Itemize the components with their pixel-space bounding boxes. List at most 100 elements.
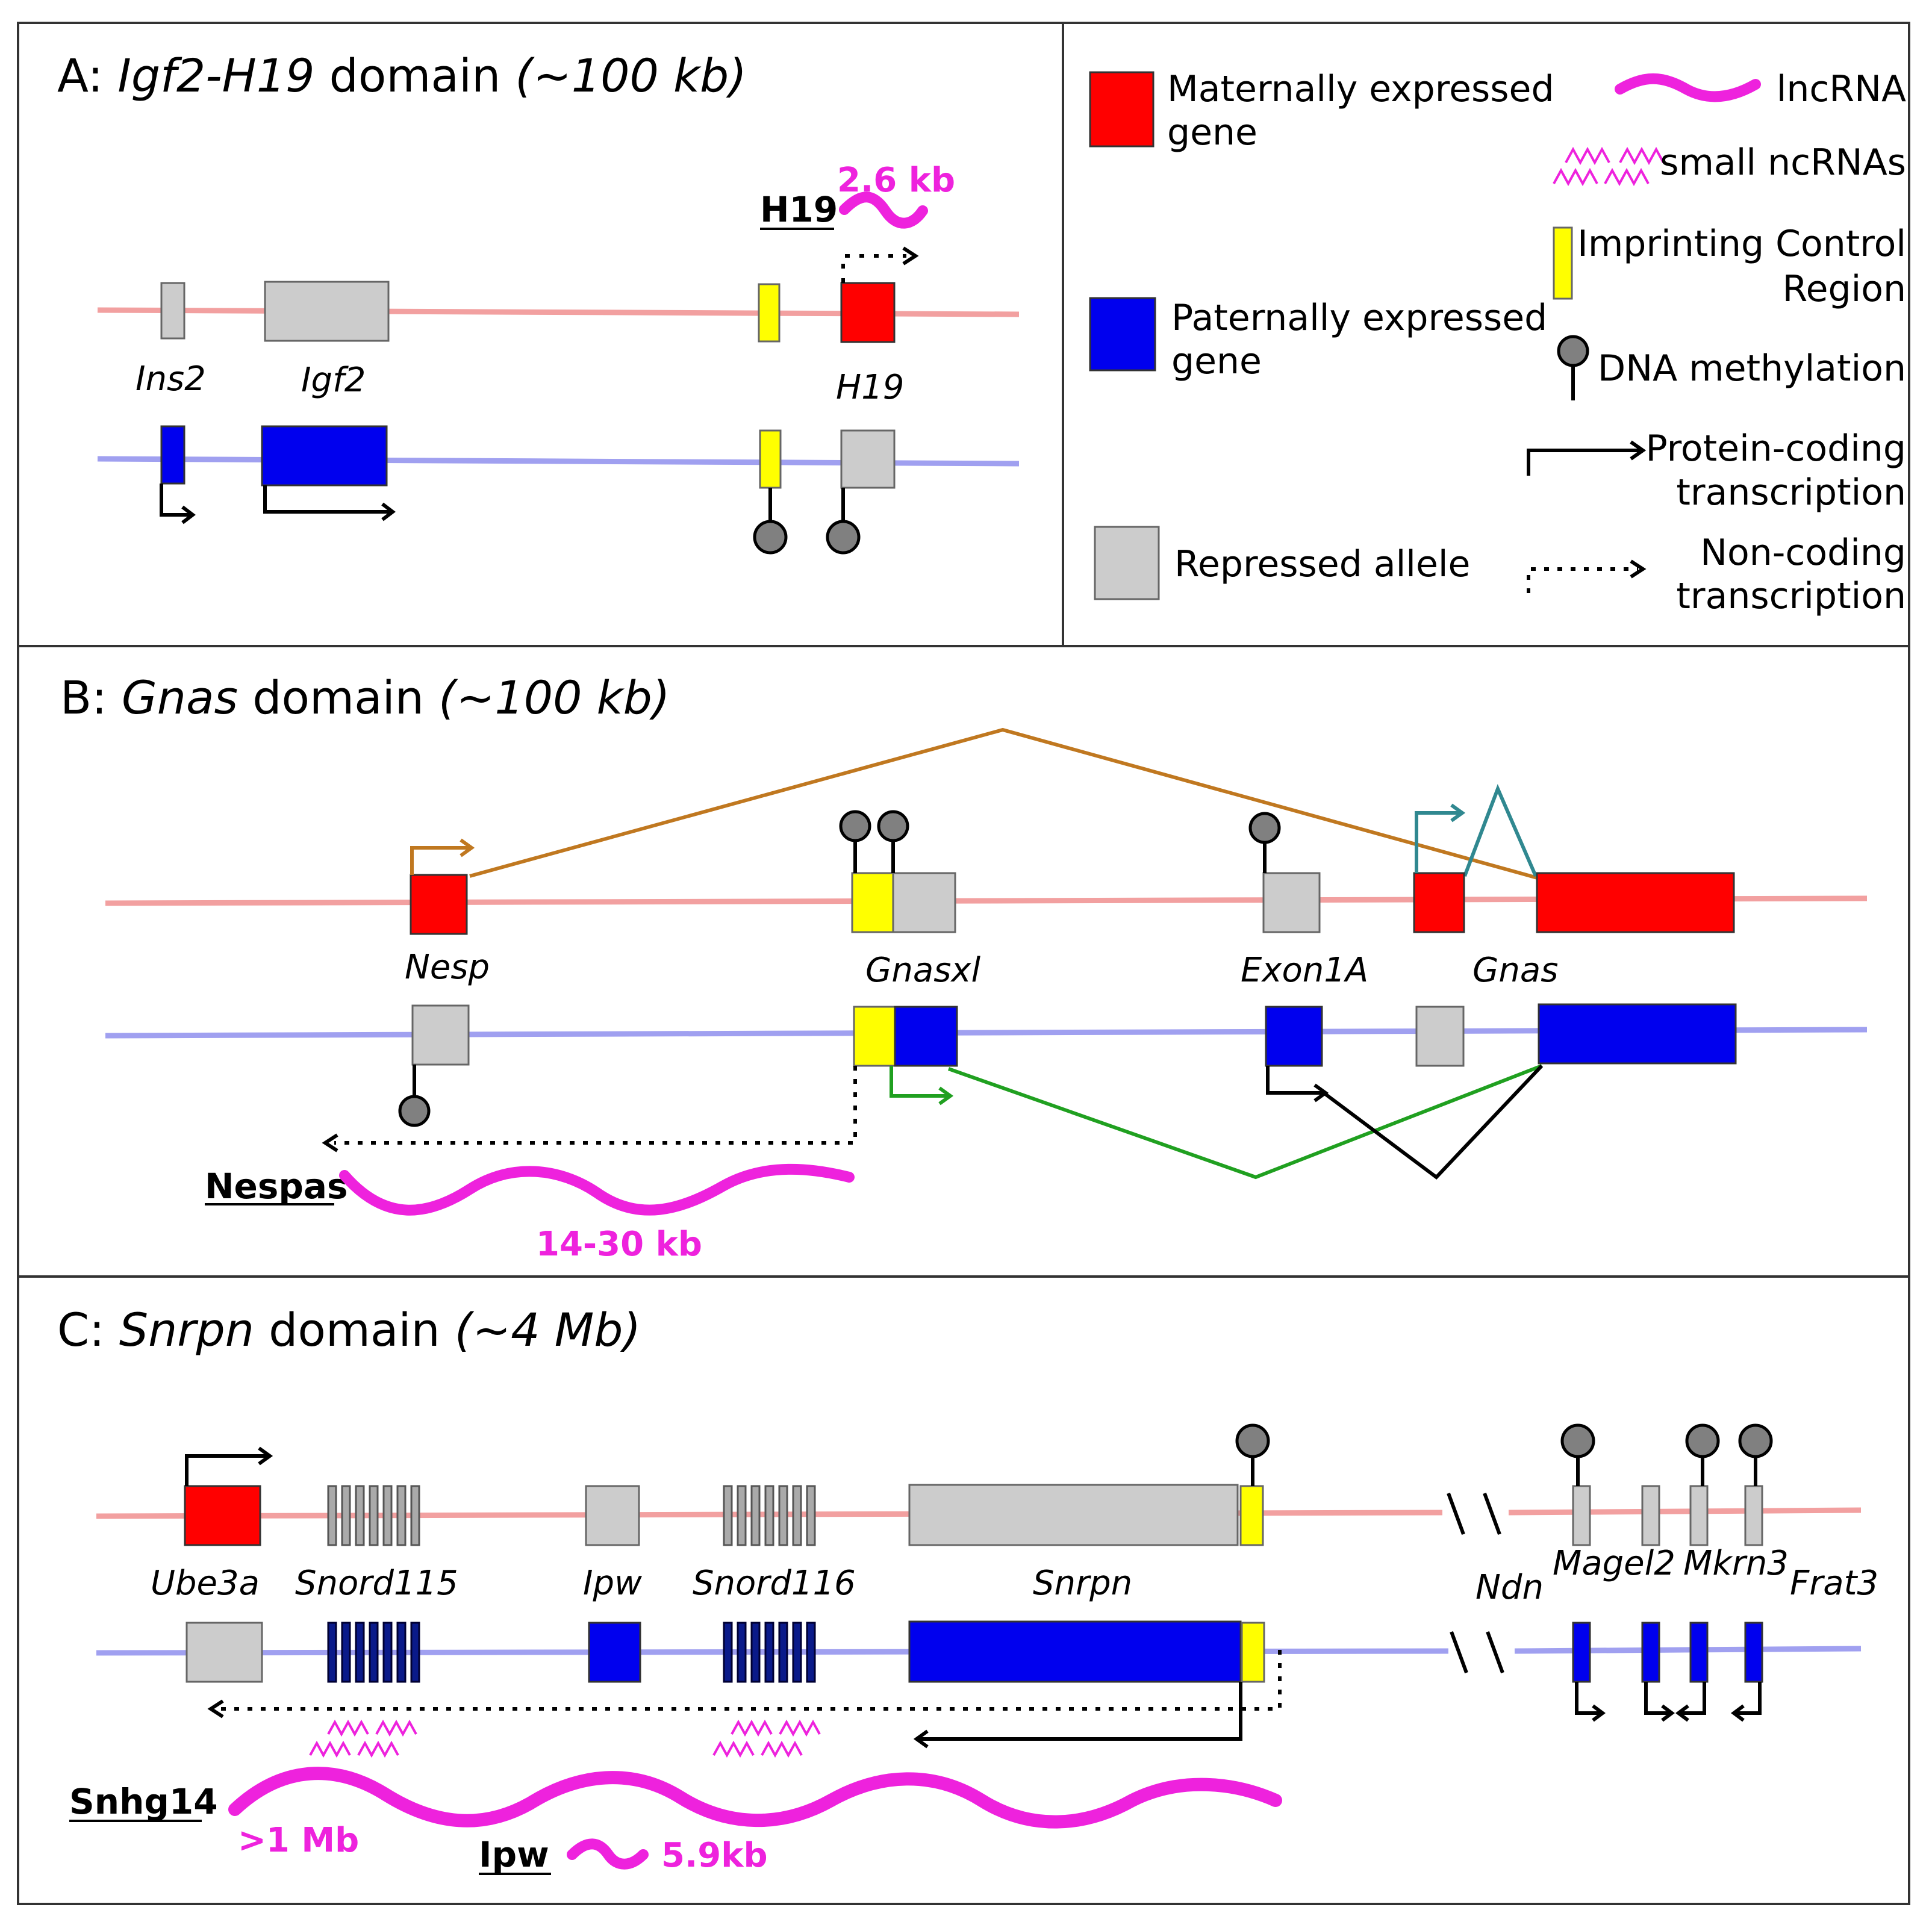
gnasxl-methyl-icon-2 <box>877 810 909 842</box>
snhg14-size: >1 Mb <box>238 1821 359 1860</box>
gnasxl-splice-line <box>948 1064 1543 1180</box>
frat3-transcription-arrow <box>1736 1682 1762 1715</box>
legend-protein-label-2: transcription <box>1676 471 1906 514</box>
legend-small-ncrna-label: small ncRNAs <box>1660 142 1906 184</box>
maternal-break-icon <box>1447 1492 1501 1535</box>
ube3a-arrowhead <box>258 1446 273 1466</box>
legend-noncoding-arrowhead <box>1630 559 1647 579</box>
h19-lncrna-size: 2.6 kb <box>837 161 955 200</box>
snrpn-icr-maternal <box>1239 1485 1264 1546</box>
legend-repressed-label: Repressed allele <box>1174 543 1470 585</box>
nespas-size: 14-30 kb <box>536 1225 702 1264</box>
nesp-transcription-arrow <box>410 846 470 875</box>
h19-maternal-expressed <box>840 282 896 343</box>
exon1a-paternal-expressed <box>1265 1006 1323 1067</box>
h19-lncrna-name: H19 <box>760 189 838 230</box>
magel2-paternal-expressed <box>1641 1622 1660 1683</box>
frat3-arrowhead <box>1731 1704 1745 1722</box>
gnas-transcription-arrow <box>1415 811 1460 873</box>
ipw-label: Ipw <box>583 1564 642 1603</box>
gnas-arrowhead <box>1450 803 1466 823</box>
ube3a-maternal-expressed <box>184 1485 261 1546</box>
frat3-maternal-repressed <box>1744 1485 1763 1546</box>
snord116-label: Snord116 <box>693 1564 856 1603</box>
ndn-transcription-arrow <box>1575 1682 1601 1715</box>
ndn-paternal-expressed <box>1572 1622 1591 1683</box>
paternal-break-icon <box>1450 1631 1504 1674</box>
gnas-splice-line <box>1463 784 1538 877</box>
snrpn-arrowhead <box>913 1729 929 1749</box>
snrpn-paternal-expressed <box>908 1620 1242 1683</box>
panel-c-frame <box>17 1275 1910 1905</box>
h19-lncrna-wave <box>839 191 928 229</box>
ndn-label: Ndn <box>1475 1568 1544 1607</box>
panel-c-paternal-line-distal <box>1514 1646 1862 1654</box>
nespas-name: Nespas <box>205 1166 348 1207</box>
ipw-lncrna-size: 5.9kb <box>661 1836 768 1875</box>
ins2-transcription-arrow <box>160 484 192 517</box>
snord116-small-ncrna-icon <box>712 1719 821 1758</box>
gnas-exon1-maternal-expressed <box>1413 872 1465 933</box>
h19-icr-maternal <box>758 283 781 343</box>
legend-icr-label-2: Region <box>1783 268 1906 310</box>
legend: Maternally expressed gene Paternally exp… <box>1089 68 1906 617</box>
magel2-label: Magel2 <box>1553 1544 1675 1583</box>
panel-c-maternal-line-distal <box>1508 1507 1862 1516</box>
gnasxl-paternal-expressed <box>894 1006 958 1067</box>
legend-noncoding-label: Non-coding <box>1700 532 1906 574</box>
nesp-label: Nesp <box>405 948 490 987</box>
gnas-exon1-paternal-repressed <box>1415 1006 1465 1067</box>
gnasxl-arrowhead <box>938 1086 954 1106</box>
ipw-lncrna-name: Ipw <box>479 1834 549 1875</box>
nespas-arrowhead <box>322 1133 338 1152</box>
legend-lncrna-wave <box>1615 73 1761 102</box>
mkrn3-methyl-icon <box>1685 1423 1720 1458</box>
panel-a: A: Igf2-H19 domain (~100 kb) H19 2.6 kb … <box>57 49 1020 555</box>
ube3a-paternal-repressed <box>185 1622 263 1683</box>
snrpn-icr-methyl-icon <box>1235 1423 1270 1458</box>
mkrn3-arrowhead <box>1675 1704 1689 1722</box>
legend-protein-arrow <box>1527 449 1641 476</box>
ndn-methyl-icon <box>1560 1423 1595 1458</box>
snord115-small-ncrna-icon <box>309 1719 417 1758</box>
gnas-maternal-expressed <box>1536 872 1735 933</box>
legend-noncoding-label-2: transcription <box>1676 575 1906 617</box>
igf2-transcription-arrow <box>263 485 391 514</box>
legend-protein-arrowhead <box>1630 440 1647 461</box>
gnasxl-transcription-arrow <box>890 1066 949 1098</box>
legend-methyl-label: DNA methylation <box>1598 347 1906 390</box>
ndn-arrowhead <box>1592 1704 1606 1722</box>
ins2-paternal-expressed <box>160 425 185 485</box>
legend-maternal-label: Maternally expressed <box>1167 68 1554 110</box>
exon1a-methyl-icon <box>1248 812 1281 844</box>
mkrn3-transcription-arrow <box>1680 1682 1706 1715</box>
legend-methyl-icon <box>1557 335 1589 367</box>
snhg14-name: Snhg14 <box>69 1781 218 1822</box>
igf2-label: Igf2 <box>301 361 366 400</box>
snrpn-icr-paternal <box>1241 1622 1265 1683</box>
snhg14-arrowhead <box>207 1699 224 1718</box>
exon1a-maternal-repressed <box>1262 872 1321 933</box>
ins2-arrowhead <box>181 505 196 524</box>
nesp-arrowhead <box>460 838 475 857</box>
panel-b: B: Gnas domain (~100 kb) Nesp Gnasxl Exo… <box>60 671 1868 1264</box>
nesp-maternal-expressed <box>410 874 468 935</box>
ipw-maternal-repressed <box>585 1485 640 1546</box>
legend-icr-label: Imprinting Control <box>1577 223 1906 265</box>
h19-paternal-repressed <box>840 429 896 489</box>
legend-small-ncrna-icon <box>1553 146 1665 187</box>
gnasxl-methyl-icon-1 <box>839 810 871 842</box>
igf2-maternal-repressed <box>264 281 390 342</box>
snord115-paternal-cluster <box>327 1622 420 1683</box>
exon1a-splice-line <box>1323 1064 1544 1180</box>
snord115-maternal-cluster <box>327 1485 420 1546</box>
legend-repressed-swatch <box>1094 526 1160 600</box>
exon1a-label: Exon1A <box>1241 951 1368 990</box>
ipw-lncrna-wave <box>567 1838 649 1870</box>
mkrn3-maternal-repressed <box>1689 1485 1709 1546</box>
mkrn3-label: Mkrn3 <box>1683 1544 1789 1583</box>
legend-maternal-label-2: gene <box>1167 111 1257 154</box>
snhg14-lncrna-wave <box>228 1767 1282 1829</box>
legend-icr-swatch <box>1553 226 1573 300</box>
ins2-maternal-repressed <box>160 282 185 340</box>
